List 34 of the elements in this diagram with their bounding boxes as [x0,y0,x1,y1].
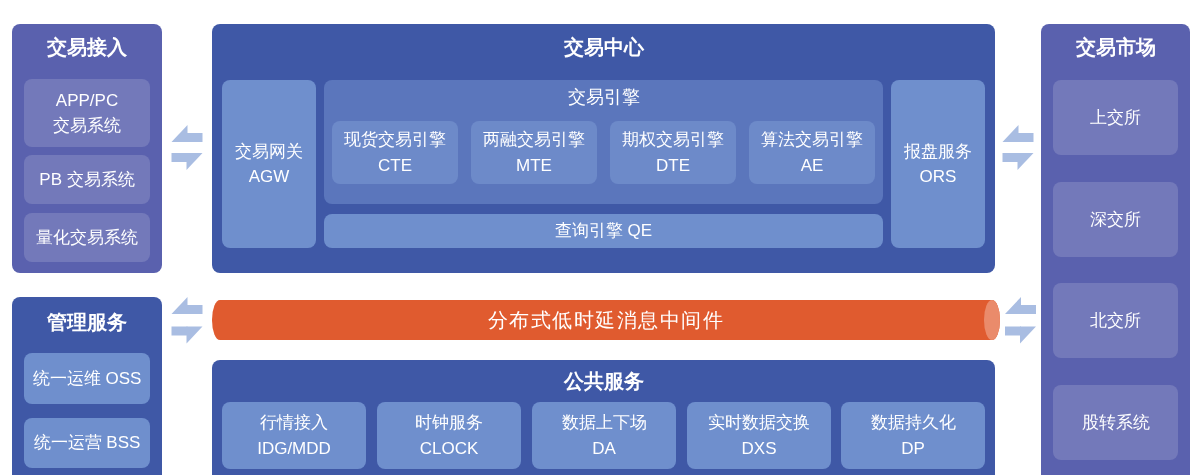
module-box: 数据上下场 DA [532,402,676,469]
pipe-label: 分布式低时延消息中间件 [487,308,725,332]
panel [212,24,995,273]
panel-title: 交易市场 [1075,35,1156,59]
group-box [324,80,883,204]
module-box: 查询引擎 QE [324,214,883,248]
module-box: 期权交易引擎 DTE [610,121,736,184]
panel-title: 公共服务 [563,369,644,393]
module-box: 时钟服务 CLOCK [377,402,521,469]
module-box: 统一运营 BSS [24,418,150,468]
module-box: PB 交易系统 [24,155,150,204]
module-box: 报盘服务 ORS [891,80,985,248]
panel [1041,24,1190,475]
module-box: 实时数据交换 DXS [687,402,831,469]
module-box: 深交所 [1053,182,1178,257]
module-box: APP/PC 交易系统 [24,79,150,147]
module-box: 行情接入 IDG/MDD [222,402,366,469]
panel [12,24,162,273]
panel [12,297,162,475]
module-box: 统一运维 OSS [24,353,150,404]
panel-title: 交易接入 [47,35,127,59]
panel [212,360,995,475]
module-box: 量化交易系统 [24,213,150,262]
panel-title: 交易引擎 [567,87,640,109]
panel-title: 管理服务 [47,310,127,334]
module-box: 交易网关 AGW [222,80,316,248]
module-box: 两融交易引擎 MTE [471,121,597,184]
module-box: 现货交易引擎 CTE [332,121,458,184]
module-box: 北交所 [1053,283,1178,358]
panel-title: 交易中心 [563,35,644,59]
module-box: 数据持久化 DP [841,402,985,469]
module-box: 股转系统 [1053,385,1178,460]
module-box: 上交所 [1053,80,1178,155]
module-box: 算法交易引擎 AE [749,121,875,184]
